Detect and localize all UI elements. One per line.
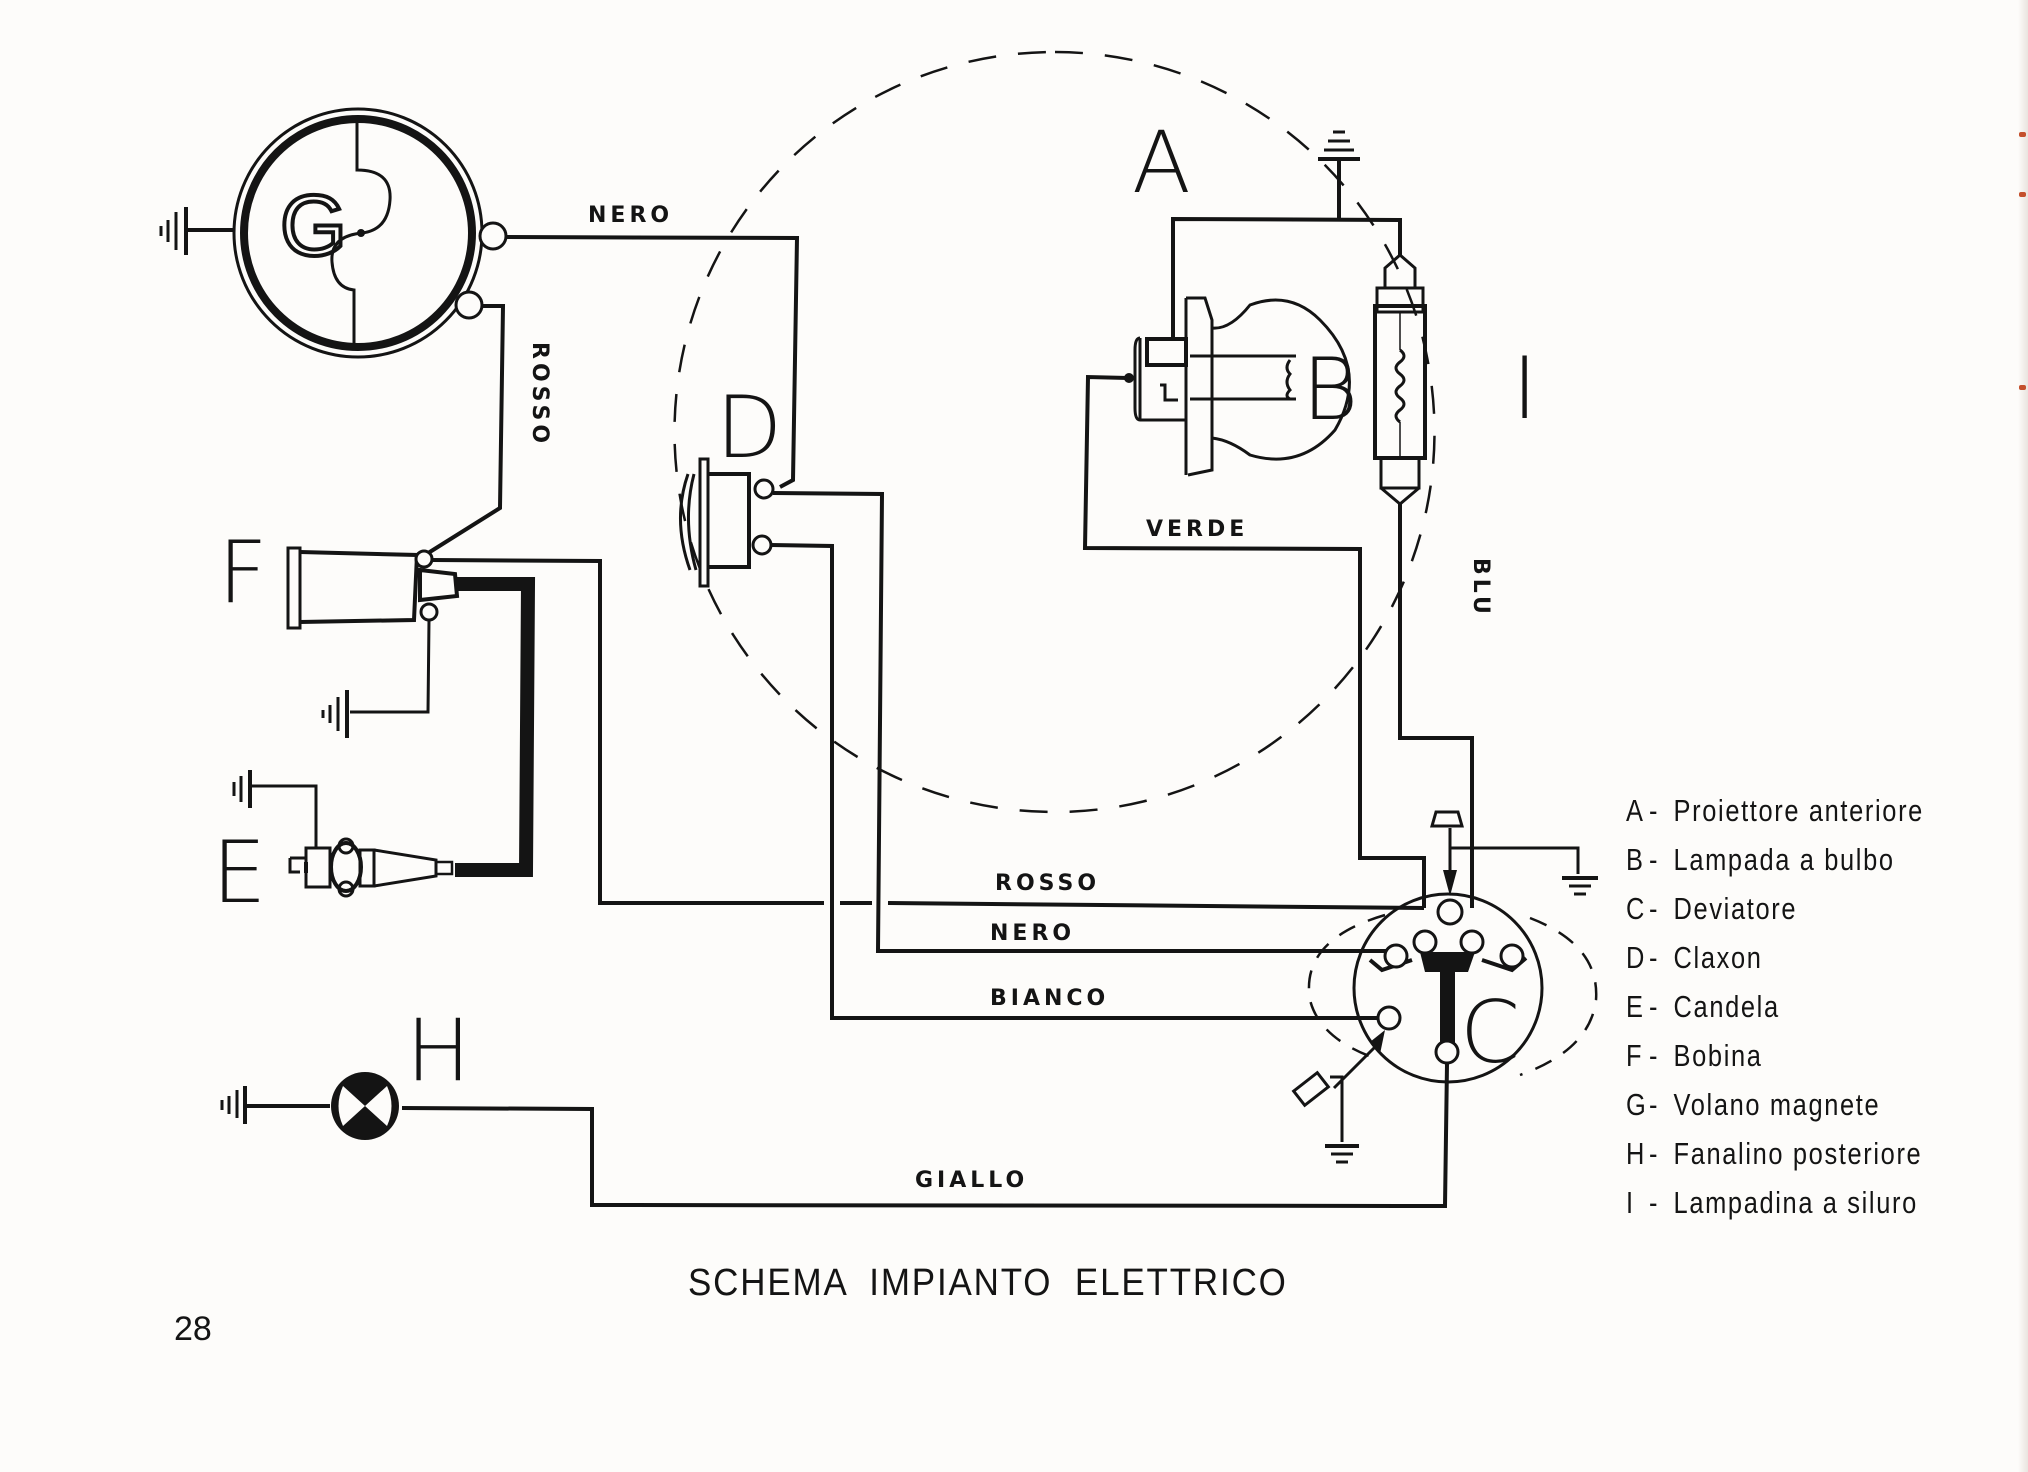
legend-item: C-Deviatore bbox=[1626, 891, 1798, 926]
dimmer-button-symbol bbox=[1430, 810, 1580, 896]
wire-headlamp-ground bbox=[1171, 216, 1402, 339]
legend-item: A-Proiettore anteriore bbox=[1626, 793, 1924, 828]
magneto-terminal-2 bbox=[454, 290, 484, 320]
page-number: 28 bbox=[174, 1310, 212, 1348]
ground-symbol-a bbox=[1318, 130, 1360, 218]
wire-rosso-vertical bbox=[423, 304, 506, 557]
ignition-coil-symbol bbox=[286, 546, 460, 630]
legend-item: F-Bobina bbox=[1626, 1038, 1763, 1073]
ground-symbol-g bbox=[159, 207, 234, 255]
ground-symbol-c-bottom bbox=[1325, 1144, 1359, 1164]
ground-symbol-f bbox=[321, 690, 349, 738]
component-letter-a: A bbox=[1132, 113, 1191, 213]
switch-symbol bbox=[1307, 892, 1598, 1084]
legend-item: I-Lampadina a siluro bbox=[1626, 1185, 1918, 1220]
legend-item: E-Candela bbox=[1626, 989, 1780, 1024]
wire-label-nero: NERO bbox=[990, 921, 1075, 946]
horn-button-symbol bbox=[1291, 1030, 1385, 1142]
wire-rosso bbox=[800, 901, 1425, 910]
component-legend: A-Proiettore anteriore B-Lampada a bulbo… bbox=[1626, 786, 1924, 1227]
legend-item: G-Volano magnete bbox=[1626, 1087, 1881, 1122]
wire-nero-top bbox=[505, 235, 800, 489]
edge-mark bbox=[2019, 385, 2026, 390]
wire-bianco bbox=[770, 543, 1382, 1020]
wire-label-giallo: GIALLO bbox=[915, 1168, 1028, 1193]
magneto-terminal-1 bbox=[478, 221, 508, 251]
coil-terminal-bottom bbox=[419, 602, 439, 622]
horn-terminal-2 bbox=[751, 534, 773, 556]
wire-label-blu: BLU bbox=[1468, 558, 1493, 618]
wire-plug-ground bbox=[252, 784, 318, 848]
bulb-symbol bbox=[1133, 296, 1351, 477]
legend-item: H-Fanalino posteriore bbox=[1626, 1136, 1923, 1171]
diagram-title: SCHEMA IMPIANTO ELETTRICO bbox=[688, 1262, 1288, 1304]
component-letter-g: G bbox=[280, 178, 347, 274]
wire-nero bbox=[772, 491, 1400, 953]
wire-blu bbox=[1398, 504, 1474, 908]
component-letter-h: H bbox=[406, 1001, 471, 1101]
legend-item: D-Claxon bbox=[1626, 940, 1763, 975]
ground-symbol-h bbox=[220, 1086, 247, 1124]
edge-mark bbox=[2019, 132, 2026, 137]
horn-terminal-1 bbox=[753, 478, 775, 500]
wire-label-bianco: BIANCO bbox=[990, 986, 1109, 1011]
component-letter-c: C bbox=[1460, 983, 1520, 1083]
ground-symbol-c-top bbox=[1562, 876, 1598, 896]
component-letter-f: F bbox=[218, 523, 267, 623]
component-letter-e: E bbox=[212, 823, 266, 923]
wire-high-tension bbox=[455, 577, 536, 877]
flywheel-magneto-symbol bbox=[232, 107, 484, 359]
component-letter-i: I bbox=[1512, 339, 1537, 439]
wire-verde bbox=[1082, 374, 1426, 908]
wire-coil-to-switch bbox=[431, 558, 800, 905]
ground-symbol-e bbox=[232, 770, 252, 808]
festoon-lamp-symbol bbox=[1373, 253, 1427, 506]
horn-symbol bbox=[679, 457, 751, 588]
wire-label-verde: VERDE bbox=[1146, 517, 1248, 542]
wire-label-rosso-vertical: ROSSO bbox=[527, 342, 552, 447]
wire-label-rosso: ROSSO bbox=[995, 871, 1100, 896]
component-letter-d: D bbox=[716, 378, 782, 478]
component-letter-b: B bbox=[1302, 340, 1358, 440]
tail-lamp-symbol bbox=[331, 1072, 399, 1140]
legend-item: B-Lampada a bulbo bbox=[1626, 842, 1895, 877]
wire-giallo bbox=[401, 1063, 1449, 1209]
coil-terminal-top bbox=[414, 549, 434, 569]
wire-coil-ground bbox=[350, 619, 431, 714]
edge-mark bbox=[2019, 192, 2026, 197]
spark-plug-symbol bbox=[288, 837, 454, 898]
wire-label-nero-top: NERO bbox=[588, 203, 673, 228]
page-edge bbox=[2018, 0, 2028, 1472]
